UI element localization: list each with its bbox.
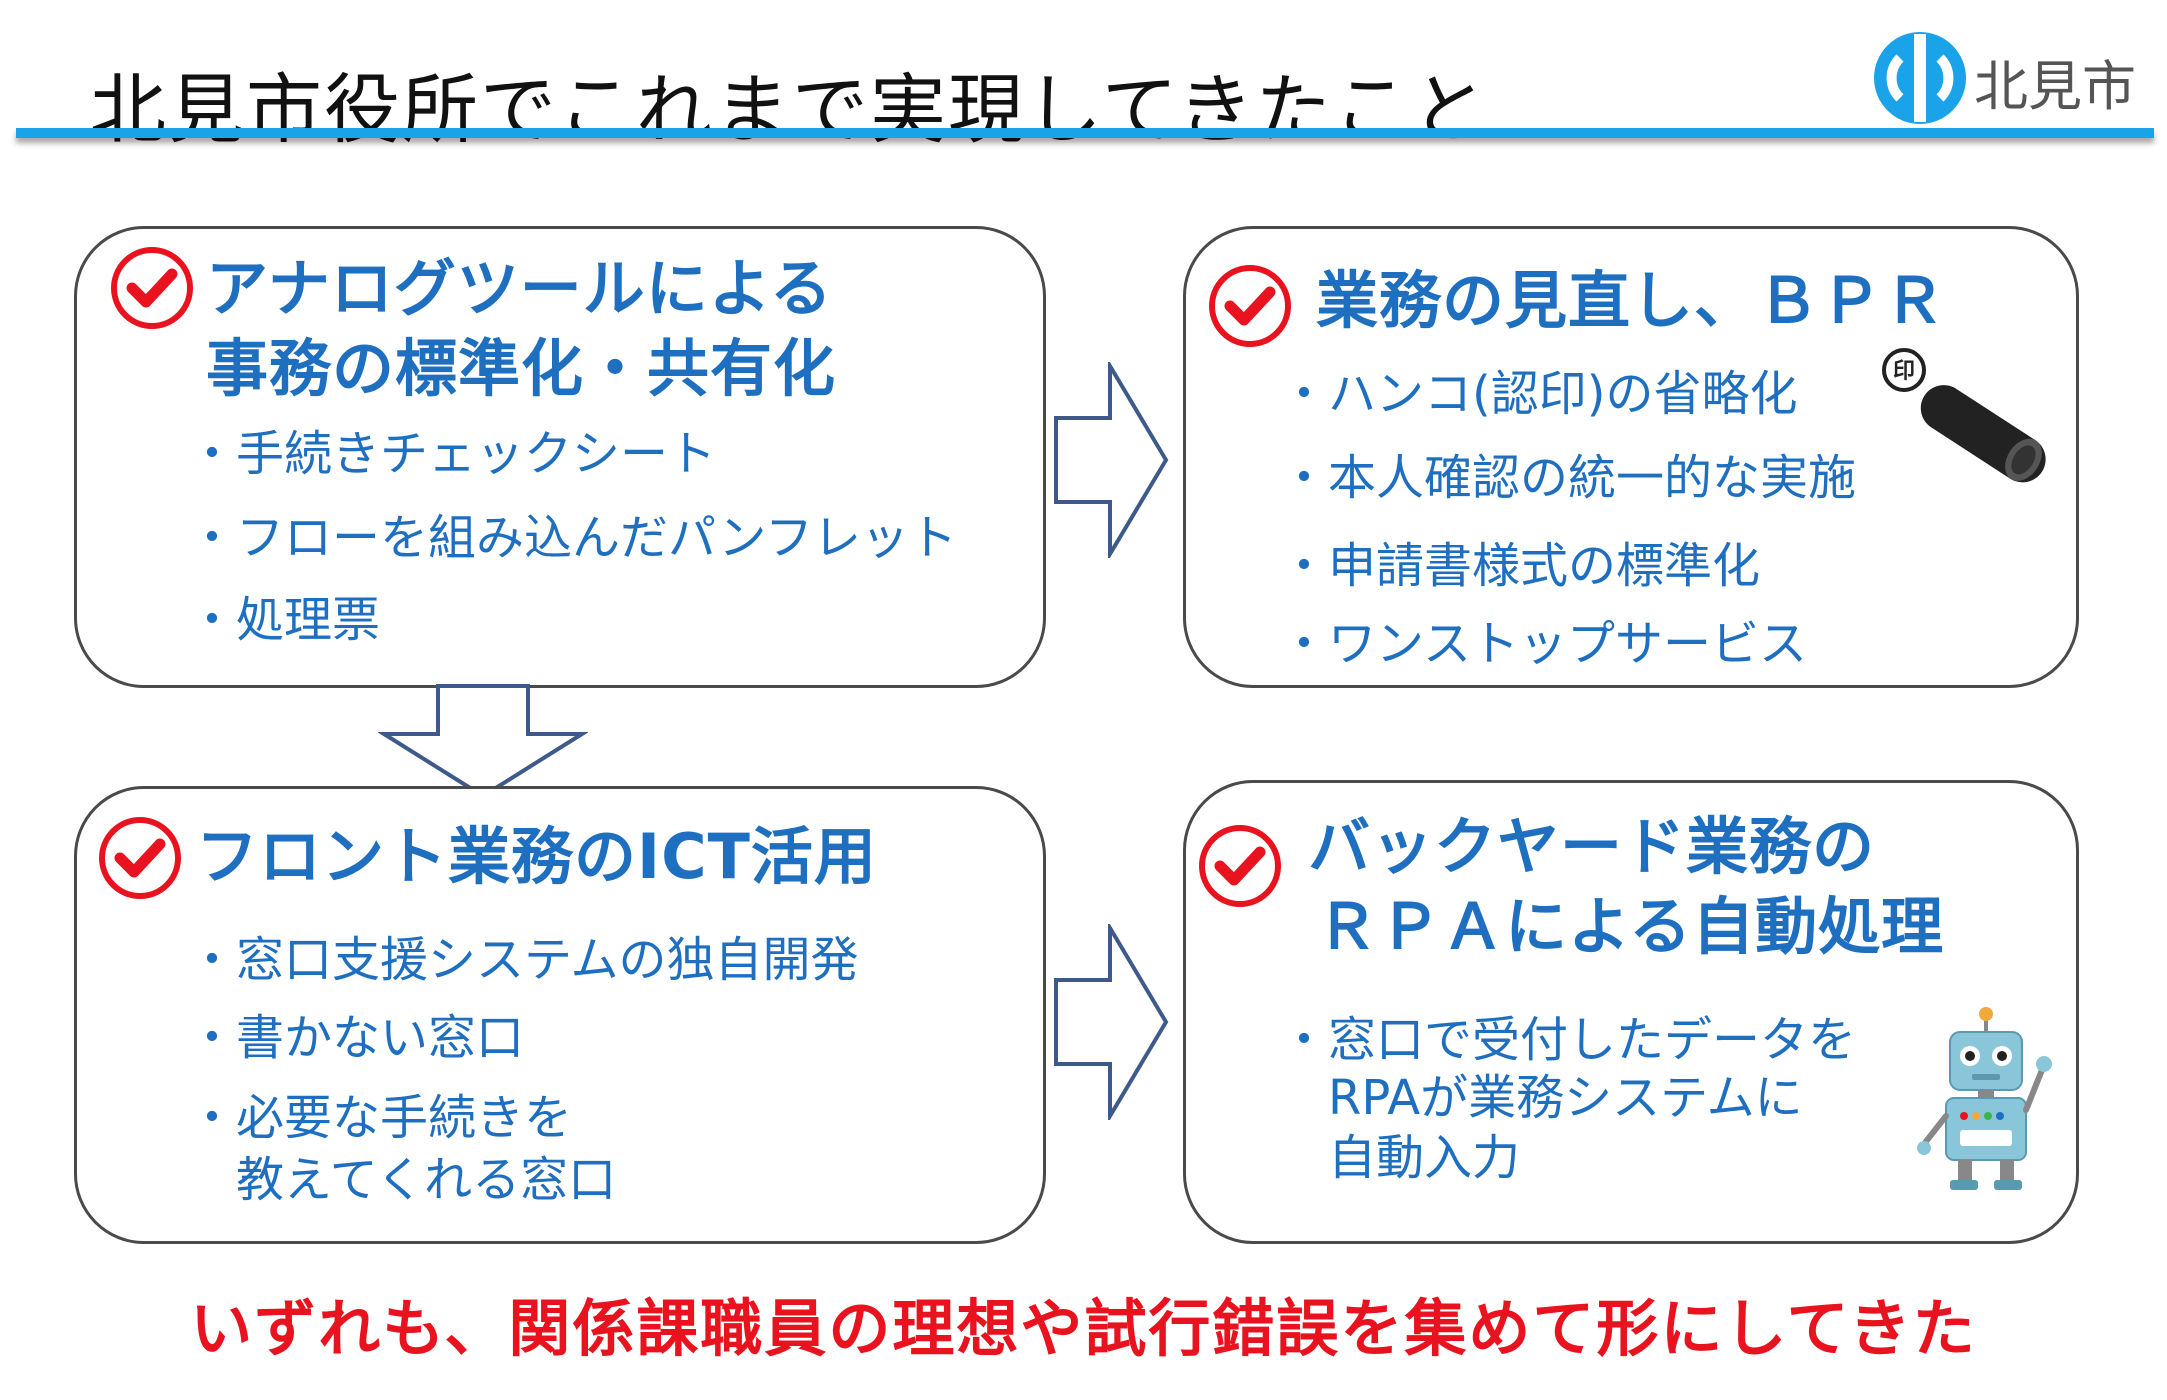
outline-arrow-icon [378,684,588,799]
hanko-stamp-icon: 印 [1882,348,2046,483]
box-front-ict [74,786,1046,1244]
list-item: ・必要な手続きを [188,1090,573,1146]
rpa-heading-line2: ＲＰＡによる自動処理 [1316,890,1945,963]
stamp-label: 印 [1893,359,1915,384]
list-item: ・窓口で受付したデータを [1280,1012,1857,1068]
robot-icon [1917,1007,2052,1190]
analog-heading-line2: 事務の標準化・共有化 [206,332,837,405]
footer-summary: いずれも、関係課職員の理想や試行錯誤を集めて形にしてきた [190,1292,1977,1365]
title-underline [16,128,2154,138]
box-backyard-rpa [1183,780,2079,1244]
list-item: ・ワンストップサービス [1280,616,1808,672]
check-circle-icon [99,817,181,899]
list-item: ・書かない窓口 [188,1010,525,1066]
analog-heading-line1: アナログツールによる [206,252,833,325]
list-item: ・フローを組み込んだパンフレット [188,510,957,566]
list-item: 自動入力 [1280,1130,1521,1186]
outline-arrow-icon [1054,362,1169,558]
logo-text: 北見市 [1974,55,2136,118]
rpa-heading-line1: バックヤード業務の [1308,810,1876,883]
list-item: RPAが業務システムに [1280,1070,1803,1126]
box-analog-tools [74,226,1046,688]
page-title: 北見市役所でこれまで実現してきたこと [90,65,1490,154]
list-item: ・処理票 [188,592,381,648]
list-item: ・ハンコ(認印)の省略化 [1280,366,1798,422]
list-item: 教えてくれる窓口 [188,1152,617,1208]
check-circle-icon [1199,825,1281,907]
ict-heading: フロント業務のICT活用 [196,820,877,893]
check-circle-icon [111,247,193,329]
box-bpr [1183,226,2079,688]
bpr-heading: 業務の見直し、ＢＰＲ [1316,264,1947,337]
kitami-logo-icon [1874,32,1966,124]
list-item: ・窓口支援システムの独自開発 [188,932,859,988]
list-item: ・本人確認の統一的な実施 [1280,450,1857,506]
list-item: ・手続きチェックシート [188,426,717,482]
check-circle-icon [1209,265,1291,347]
outline-arrow-icon [1054,924,1169,1120]
list-item: ・申請書様式の標準化 [1280,538,1761,594]
city-logo: 北見市 [1870,28,2160,128]
